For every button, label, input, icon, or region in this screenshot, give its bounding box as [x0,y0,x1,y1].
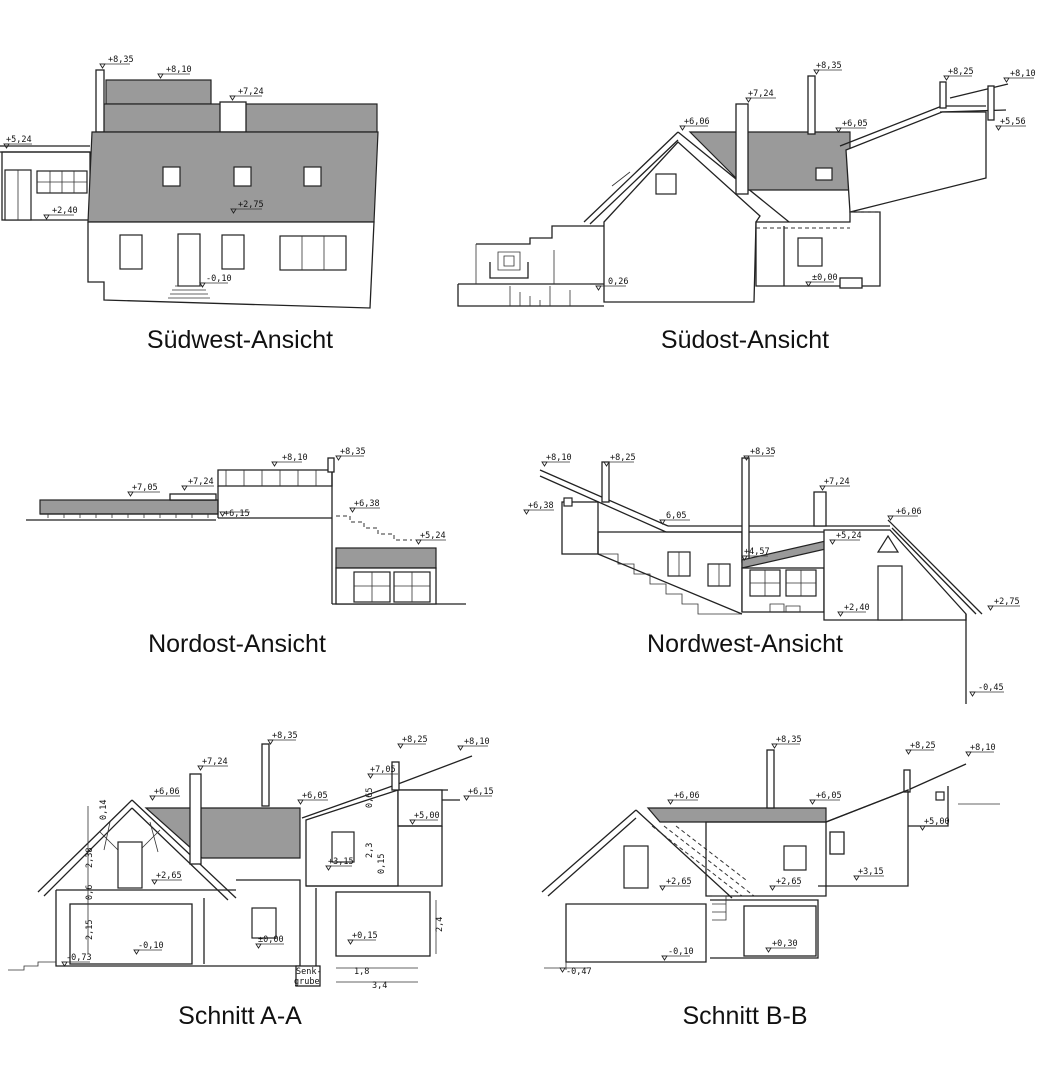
drawing-nordwest: +8,10 +8,25 +8,35 +7,24 +6,38 6,05 +6,06… [523,447,1020,704]
level-label: +2,40 [52,206,78,216]
drawing-caption: Nordost-Ansicht [148,630,326,658]
level-label: +8,10 [970,743,996,753]
level-label: -0,10 [206,274,232,284]
dimension-label: 0,14 [99,800,109,820]
dimension-label: 2,3 [365,843,375,858]
level-label: ±0,00 [258,935,284,945]
level-label: +8,25 [402,735,428,745]
level-label: +7,24 [238,87,264,97]
dimension-label: 2,38 [85,848,95,868]
level-label: +3,15 [328,857,354,867]
level-label: +2,65 [776,877,802,887]
level-label: +2,40 [844,603,870,613]
level-label: +5,00 [414,811,440,821]
drawing-caption: Südwest-Ansicht [147,326,333,354]
level-label: +4,57 [744,547,770,557]
level-label: +8,35 [108,55,134,65]
dimension-label: 2,15 [85,920,95,940]
drawing-caption: Südost-Ansicht [661,326,829,354]
level-label: +8,10 [282,453,308,463]
level-label: +8,10 [1010,69,1036,79]
level-label: -0,47 [566,967,592,977]
level-label: +8,35 [340,447,366,457]
drawing-caption: Schnitt B-B [682,1002,807,1030]
level-label: +6,38 [528,501,554,511]
drawing-nordost: +8,10 +8,35 +7,05 +7,24 +6,15 +6,38 +5,2… [26,447,466,658]
level-label: +6,05 [842,119,868,129]
level-label: +5,24 [420,531,446,541]
drawing-caption: Schnitt A-A [178,1002,302,1030]
level-label: +8,10 [464,737,490,747]
dimension-label: 1,8 [354,967,369,977]
level-label: +8,25 [910,741,936,751]
drawing-caption: Nordwest-Ansicht [647,630,843,658]
level-label: +2,75 [238,200,264,210]
drawing-suedwest: +8,35 +8,10 +7,24 +5,24 +2,40 +2,75 -0,1… [0,55,379,354]
level-label: +8,35 [750,447,776,457]
level-label: 0,26 [608,277,628,287]
level-label: +7,24 [202,757,228,767]
dimension-label: 0,15 [377,854,387,874]
level-label: +2,65 [156,871,182,881]
level-label: -0,10 [668,947,694,957]
level-label: +6,06 [896,507,922,517]
level-label: -0,73 [66,953,92,963]
level-label: +6,38 [354,499,380,509]
level-label: +5,24 [6,135,32,145]
level-label: +6,06 [674,791,700,801]
level-label: +6,15 [468,787,494,797]
dimension-label: 0,65 [365,788,375,808]
level-label: +8,35 [272,731,298,741]
level-label: +7,24 [824,477,850,487]
level-label: ±0,00 [812,273,838,283]
level-label: +8,10 [546,453,572,463]
level-label: +6,06 [154,787,180,797]
level-label: +8,10 [166,65,192,75]
level-label: +8,35 [816,61,842,71]
level-label: +6,05 [816,791,842,801]
level-label: +7,24 [188,477,214,487]
level-label: +6,05 [302,791,328,801]
level-label: -0,10 [138,941,164,951]
dimension-label: 3,4 [372,981,387,991]
level-label: +6,06 [684,117,710,127]
level-label: +0,15 [352,931,378,941]
level-label: +8,25 [610,453,636,463]
annotation-text: Senk- [296,967,322,977]
level-label: +8,25 [948,67,974,77]
level-label: +5,56 [1000,117,1026,127]
level-label: +8,35 [776,735,802,745]
level-label: +7,05 [370,765,396,775]
level-label: +7,24 [748,89,774,99]
level-label: +3,15 [858,867,884,877]
level-label: +5,24 [836,531,862,541]
drawing-suedost: +7,24 +8,35 +8,25 +8,10 +6,06 +6,05 +5,5… [457,61,1036,354]
drawing-schnitt-a: +8,35 +7,24 +8,25 +8,10 +7,05 +6,06 +6,0… [8,731,494,1030]
level-label: +5,00 [924,817,950,827]
level-label: +2,75 [994,597,1020,607]
level-label: -0,45 [978,683,1004,693]
drawing-schnitt-b: +8,35 +8,25 +8,10 +6,06 +6,05 +5,00 +2,6… [541,735,1000,1030]
level-label: +0,30 [772,939,798,949]
dimension-label: 2,4 [435,917,445,932]
level-label: +7,05 [132,483,158,493]
level-label: 6,05 [666,511,686,521]
dimension-label: 0,6 [85,885,95,900]
level-label: +2,65 [666,877,692,887]
annotation-text: grube [294,977,320,987]
level-label: +6,15 [224,509,250,519]
